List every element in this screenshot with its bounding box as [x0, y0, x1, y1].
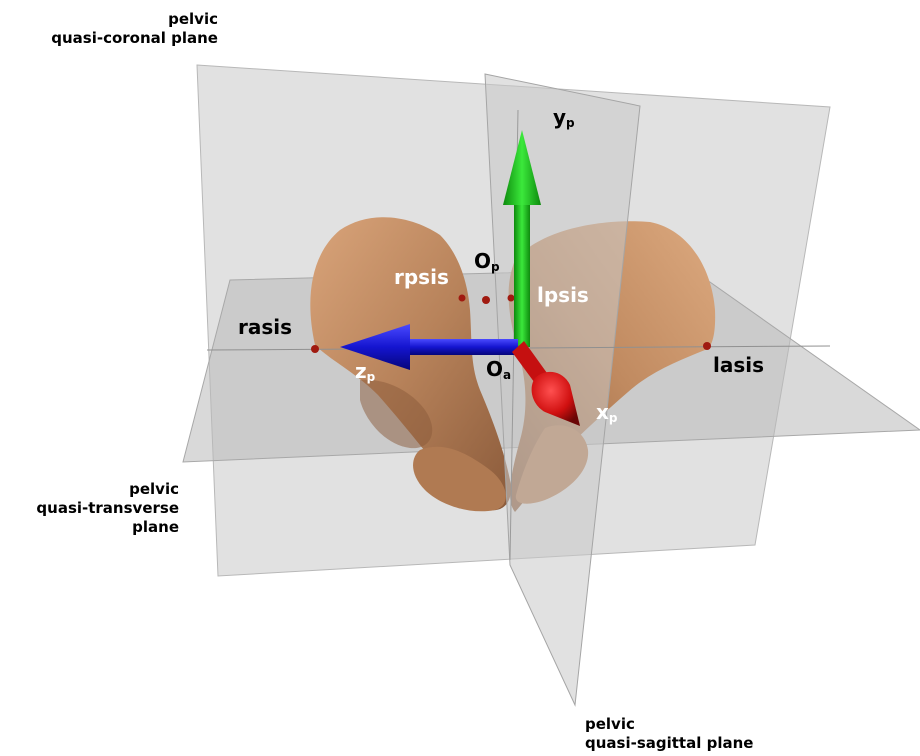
- coronal-plane-label-line2: quasi-coronal plane: [0, 29, 218, 48]
- sagittal-plane-label-line2: quasi-sagittal plane: [585, 734, 753, 753]
- op-label-main: O: [474, 249, 491, 273]
- rasis-point: [311, 345, 319, 353]
- y-axis-label-main: y: [553, 105, 566, 129]
- sagittal-plane-label-line1: pelvic: [585, 715, 753, 734]
- rpsis-point: [459, 295, 466, 302]
- y-axis-shaft: [514, 195, 530, 347]
- sagittal-plane-label: pelvic quasi-sagittal plane: [585, 715, 753, 753]
- oa-label: Oa: [486, 358, 511, 383]
- transverse-plane-label-line2: quasi-transverse: [0, 499, 179, 518]
- lasis-label: lasis: [713, 354, 764, 376]
- op-label: Op: [474, 250, 500, 275]
- lpsis-point: [508, 295, 515, 302]
- rpsis-label: rpsis: [394, 266, 449, 288]
- op-point: [482, 296, 490, 304]
- z-axis-shaft: [400, 339, 518, 355]
- z-axis-label-sub: p: [367, 370, 376, 384]
- oa-label-main: O: [486, 357, 503, 381]
- x-axis-label-main: x: [596, 400, 609, 424]
- rasis-label: rasis: [238, 316, 292, 338]
- coronal-plane-label-line1: pelvic: [0, 10, 218, 29]
- coronal-plane-label: pelvic quasi-coronal plane: [0, 10, 218, 48]
- z-axis-label: zp: [355, 360, 375, 385]
- transverse-plane-label: pelvic quasi-transverse plane: [0, 480, 179, 537]
- z-axis-label-main: z: [355, 359, 367, 383]
- op-label-sub: p: [491, 260, 500, 274]
- x-axis-label: xp: [596, 401, 618, 426]
- y-axis-label: yp: [553, 106, 575, 131]
- y-axis-label-sub: p: [566, 116, 575, 130]
- transverse-plane-label-line3: plane: [0, 518, 179, 537]
- x-axis-label-sub: p: [609, 411, 618, 425]
- transverse-plane-label-line1: pelvic: [0, 480, 179, 499]
- lasis-point: [703, 342, 711, 350]
- oa-label-sub: a: [503, 368, 511, 382]
- lpsis-label: lpsis: [537, 284, 589, 306]
